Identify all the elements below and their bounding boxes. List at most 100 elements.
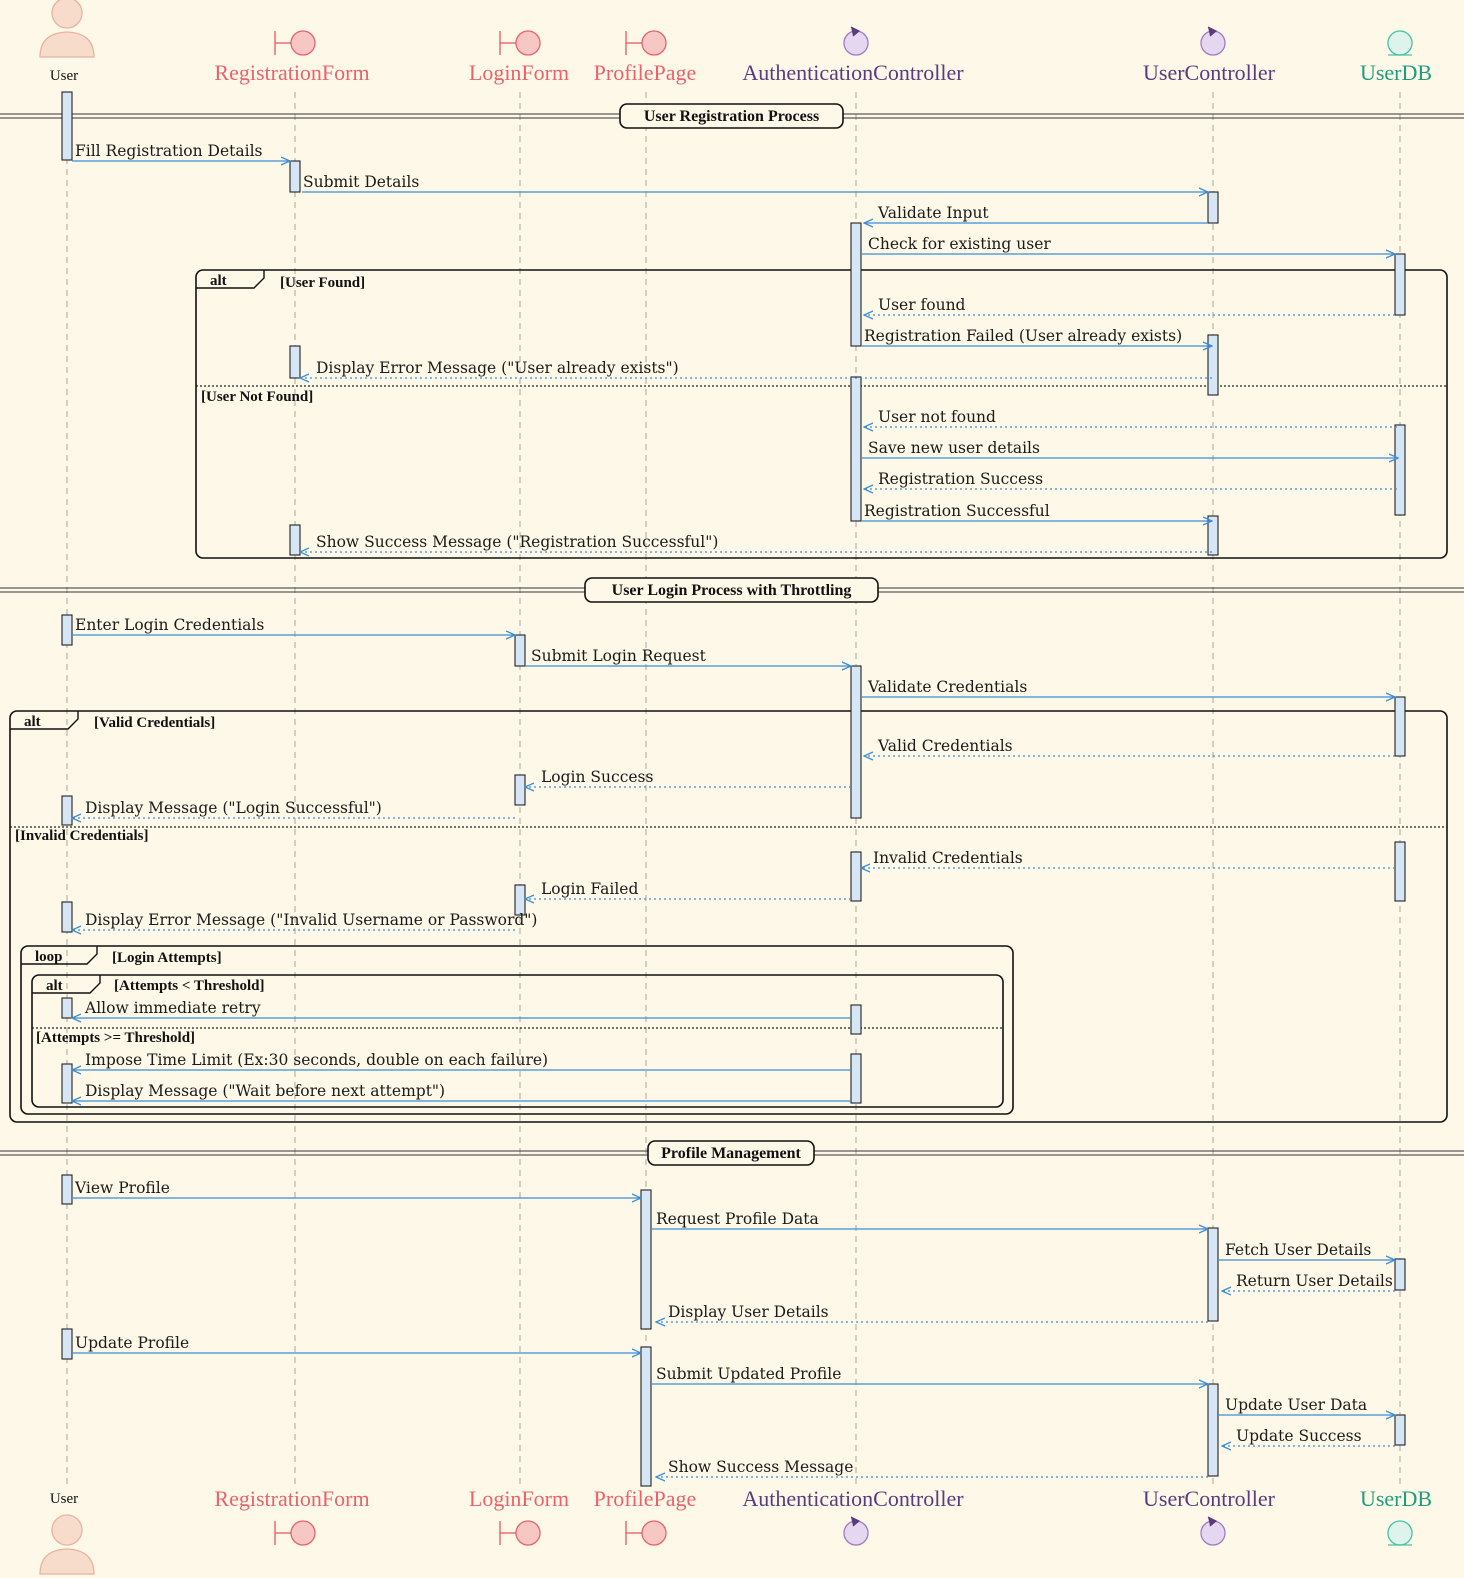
message-label: Show Success Message ("Registration Succ… xyxy=(316,533,718,551)
frame-condition: [Invalid Credentials] xyxy=(15,828,148,844)
actor-body xyxy=(39,1548,95,1575)
control-arrow xyxy=(850,26,861,37)
activation-bar xyxy=(61,901,73,933)
activation-bar xyxy=(289,160,301,193)
activation-bar xyxy=(850,222,862,347)
message-label: Display User Details xyxy=(668,1303,829,1321)
message-label: Request Profile Data xyxy=(656,1210,819,1228)
participant-label-userdb: UserDB xyxy=(1360,1486,1432,1511)
frame-tab xyxy=(10,711,79,730)
frame-loop xyxy=(20,945,1014,1115)
activation-bar xyxy=(1394,1258,1406,1291)
message-label: Update Profile xyxy=(75,1334,189,1352)
activation-bar xyxy=(61,1174,73,1205)
control-icon xyxy=(843,1516,869,1546)
message-label: Impose Time Limit (Ex:30 seconds, double… xyxy=(85,1051,548,1069)
control-icon xyxy=(1200,26,1226,56)
message-label: Validate Input xyxy=(877,204,989,222)
participant-label-userdb: UserDB xyxy=(1360,60,1432,85)
separator-box xyxy=(647,1140,815,1166)
participant-label-authctrl: AuthenticationController xyxy=(742,60,964,85)
message-label: Submit Updated Profile xyxy=(656,1365,841,1383)
activation-bar xyxy=(289,345,301,379)
activation-bar xyxy=(850,1004,862,1035)
control-circle xyxy=(843,1520,869,1546)
boundary-icon xyxy=(499,1520,541,1546)
separator-box xyxy=(584,577,879,603)
frame-kind-label: alt xyxy=(24,714,41,730)
actor-head xyxy=(51,1514,83,1546)
participant-label-userctrl: UserController xyxy=(1143,60,1276,85)
boundary-icon xyxy=(625,1520,667,1546)
activation-bar xyxy=(1394,696,1406,757)
message-label: View Profile xyxy=(74,1179,170,1197)
activation-bar xyxy=(61,1063,73,1104)
entity-icon xyxy=(1387,1520,1413,1546)
activation-bar xyxy=(61,91,73,161)
activation-bar xyxy=(1207,515,1219,556)
boundary-icon xyxy=(625,30,667,56)
message-label: Display Error Message ("Invalid Username… xyxy=(85,911,537,929)
activation-bar xyxy=(850,1053,862,1104)
boundary-icon xyxy=(499,30,541,56)
frame-alt xyxy=(9,710,1448,1123)
message-label: Submit Login Request xyxy=(531,647,707,665)
activation-bar xyxy=(514,634,526,667)
activation-bar xyxy=(61,1328,73,1360)
frame-condition: [Attempts < Threshold] xyxy=(114,978,265,994)
frame-condition: [Login Attempts] xyxy=(112,950,222,966)
frame-alt xyxy=(195,269,1448,559)
activation-bar xyxy=(1207,1383,1219,1477)
message-label: Registration Successful xyxy=(864,502,1050,520)
activation-bar xyxy=(289,524,301,556)
message-label: User not found xyxy=(878,408,996,426)
frame-condition: [Attempts >= Threshold] xyxy=(36,1030,195,1046)
participant-label-loginform: LoginForm xyxy=(469,60,569,85)
entity-icon xyxy=(1387,30,1413,56)
frame-tab xyxy=(196,270,265,289)
activation-bar xyxy=(1394,841,1406,902)
activation-bar xyxy=(1394,1414,1406,1446)
message-label: Fill Registration Details xyxy=(75,142,263,160)
control-circle xyxy=(1200,30,1226,56)
message-label: Display Error Message ("User already exi… xyxy=(316,359,679,377)
control-arrow xyxy=(850,1516,861,1527)
participant-label-user: User xyxy=(50,1491,78,1507)
boundary-icon xyxy=(274,30,316,56)
control-arrow xyxy=(1207,1516,1218,1527)
message-label: Update User Data xyxy=(1225,1396,1367,1414)
message-label: Fetch User Details xyxy=(1225,1241,1371,1259)
user-actor-icon xyxy=(39,1514,95,1575)
participant-label-profilepage: ProfilePage xyxy=(594,60,697,85)
user-actor-icon xyxy=(39,0,95,58)
activation-bar xyxy=(1207,1227,1219,1322)
activation-bar xyxy=(61,997,73,1019)
boundary-circle xyxy=(515,30,541,56)
message-label: Update Success xyxy=(1236,1427,1362,1445)
message-label: Display Message ("Login Successful") xyxy=(85,799,382,817)
message-label: Validate Credentials xyxy=(867,678,1027,696)
participant-label-regform: RegistrationForm xyxy=(214,60,369,85)
actor-body xyxy=(39,31,95,58)
entity-circle xyxy=(1387,1520,1413,1546)
participant-label-authctrl: AuthenticationController xyxy=(742,1486,964,1511)
message-label: Valid Credentials xyxy=(877,737,1013,755)
activation-bar xyxy=(61,614,73,646)
message-label: Registration Failed (User already exists… xyxy=(864,327,1182,345)
frame-kind-label: alt xyxy=(46,978,63,994)
activation-bar xyxy=(850,851,862,902)
control-icon xyxy=(1200,1516,1226,1546)
boundary-circle xyxy=(290,1520,316,1546)
frame-condition: [User Not Found] xyxy=(201,389,313,405)
message-label: Login Failed xyxy=(541,880,638,898)
control-arrow xyxy=(1207,26,1218,37)
message-label: Enter Login Credentials xyxy=(75,616,264,634)
activation-bar xyxy=(1207,191,1219,224)
frame-tab xyxy=(21,946,98,965)
section-title-login: User Login Process with Throttling xyxy=(612,582,852,599)
boundary-circle xyxy=(290,30,316,56)
frame-kind-label: alt xyxy=(210,273,227,289)
message-label: Registration Success xyxy=(878,470,1043,488)
control-circle xyxy=(843,30,869,56)
